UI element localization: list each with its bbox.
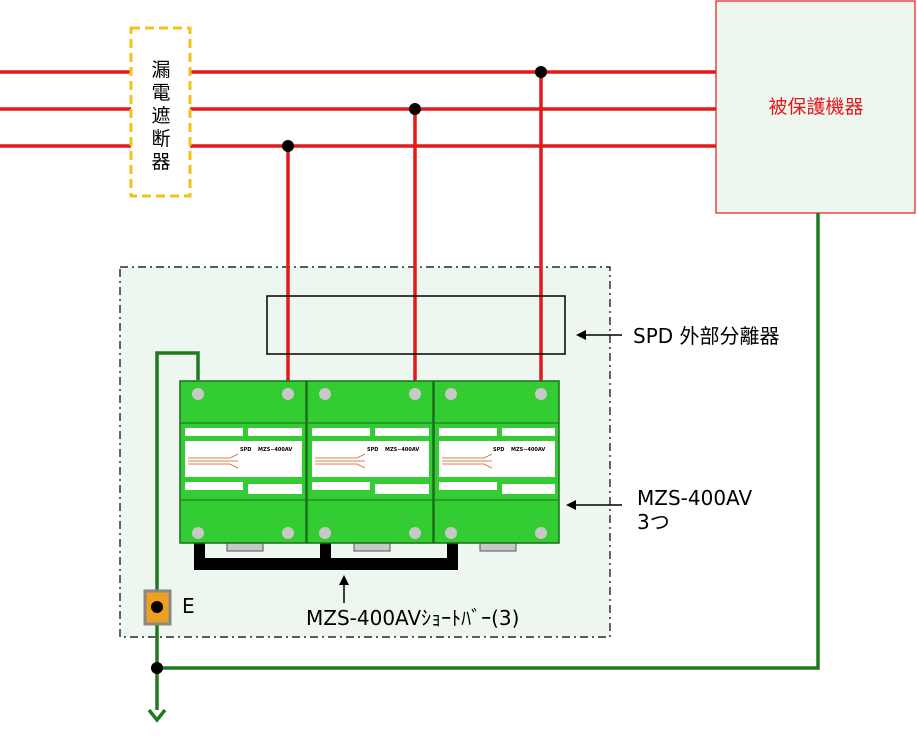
screw-icon: [319, 527, 331, 539]
short-bar-body: [194, 558, 458, 570]
screw-icon: [535, 527, 547, 539]
earth-wire-equipment: [157, 213, 820, 670]
junction-dot: [151, 662, 163, 674]
module-name-label: MZS-400AV: [637, 486, 752, 510]
screw-icon: [409, 527, 421, 539]
screw-icon: [192, 388, 204, 400]
arrowhead: [566, 500, 576, 510]
breaker-label: 漏 電 遮 断 器: [151, 59, 170, 173]
drop-wires: [286, 72, 543, 393]
arrowhead: [576, 330, 586, 340]
screw-icon: [445, 527, 457, 539]
breaker-char: 断: [151, 128, 170, 150]
din-clip: [479, 542, 517, 552]
short-bar-label: MZS-400AVｼｮｰﾄﾊﾞｰ(3): [306, 606, 519, 630]
earth-label: E: [182, 594, 195, 618]
module-face-model: MZS−400AV: [258, 447, 292, 453]
screw-icon: [535, 388, 547, 400]
earth-wire-module: [155, 351, 200, 710]
module-face-model: MZS−400AV: [511, 447, 545, 453]
phase-lines: [0, 70, 716, 148]
short-bar: [194, 540, 458, 570]
screw-icon: [282, 388, 294, 400]
din-clip: [353, 542, 391, 552]
din-clip: [226, 542, 264, 552]
junction-dot: [282, 140, 294, 152]
screw-icon: [282, 527, 294, 539]
module-face-brand: SPD: [493, 447, 504, 453]
spd-disconnector-box: [266, 295, 566, 355]
disconnector-label: SPD 外部分離器: [633, 324, 780, 348]
breaker-char: 遮: [151, 105, 170, 127]
screw-icon: [445, 388, 457, 400]
earth-leakage-breaker: [129, 26, 192, 198]
junction-dot: [409, 103, 421, 115]
surge-lines: [442, 453, 493, 469]
breaker-char: 器: [151, 151, 170, 173]
spd-module-2: SPD MZS−400AV: [306, 380, 434, 544]
screw-icon: [409, 388, 421, 400]
junction-dot: [535, 66, 547, 78]
protected-equipment-label: 被保護機器: [768, 96, 863, 118]
surge-lines: [188, 453, 239, 469]
arrowhead: [339, 575, 349, 585]
earth-arrow-icon: [147, 708, 167, 723]
surge-lines: [315, 453, 366, 469]
earth-wiring: [155, 213, 820, 710]
short-bar-leg: [447, 540, 458, 570]
breaker-char: 電: [151, 82, 170, 104]
module-face-brand: SPD: [367, 447, 378, 453]
short-bar-leg: [194, 540, 205, 570]
spd-module-1: SPD MZS−400AV: [179, 380, 307, 544]
module-face-brand: SPD: [240, 447, 251, 453]
screw-icon: [192, 527, 204, 539]
spd-module-3: SPD MZS−400AV: [433, 380, 560, 544]
module-count-label: 3つ: [637, 510, 670, 534]
module-face-model: MZS−400AV: [385, 447, 419, 453]
screw-icon: [319, 388, 331, 400]
breaker-char: 漏: [151, 59, 170, 81]
protected-equipment-box: [715, 0, 916, 214]
short-bar-leg: [320, 540, 331, 570]
junction-dot: [151, 601, 163, 613]
